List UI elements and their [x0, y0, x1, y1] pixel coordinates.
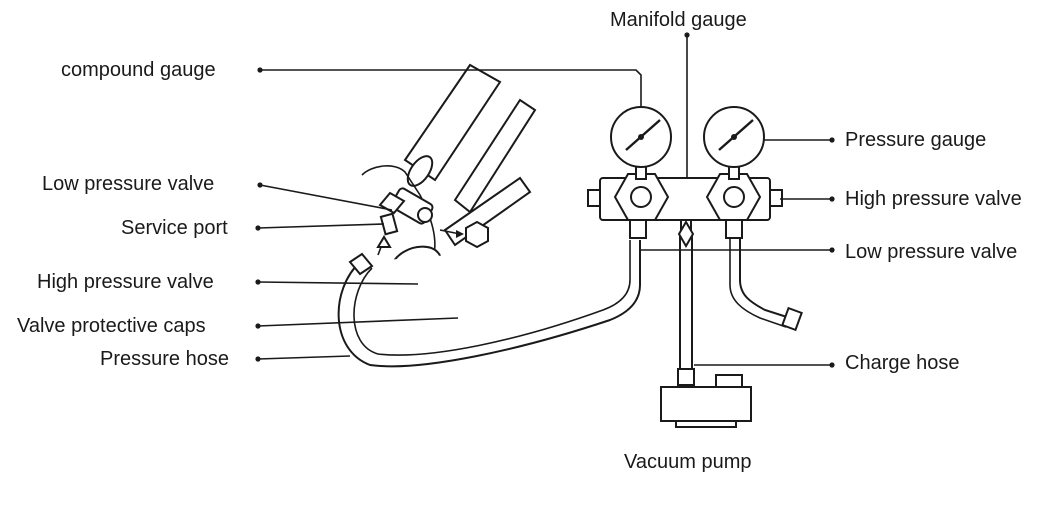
refrigerant-pipes [359, 63, 537, 318]
vacuum-pump-label: Vacuum pump [624, 451, 752, 473]
vacuum-pump [660, 374, 752, 428]
low-pressure-valve-left-label: Low pressure valve [42, 173, 215, 195]
valve-protective-caps-label: Valve protective caps [17, 315, 206, 337]
low-pressure-valve-right-label: Low pressure valve [845, 241, 1018, 263]
pressure-hose [337, 240, 641, 368]
manifold-gauge-label: Manifold gauge [610, 9, 747, 31]
pressure-gauge-dial [703, 106, 765, 180]
high-pressure-valve-right-label: High pressure valve [845, 188, 1022, 210]
compound-gauge-dial [610, 106, 672, 180]
compound-gauge-label: compound gauge [61, 59, 216, 81]
high-pressure-valve-left-label: High pressure valve [37, 271, 214, 293]
charge-hose [677, 220, 695, 386]
pressure-gauge-label: Pressure gauge [845, 129, 987, 151]
service-port-label: Service port [121, 217, 228, 239]
leader-lines [255, 32, 835, 368]
charge-hose-label: Charge hose [845, 352, 960, 374]
high-side-hose [729, 238, 803, 332]
pressure-hose-label: Pressure hose [100, 348, 229, 370]
